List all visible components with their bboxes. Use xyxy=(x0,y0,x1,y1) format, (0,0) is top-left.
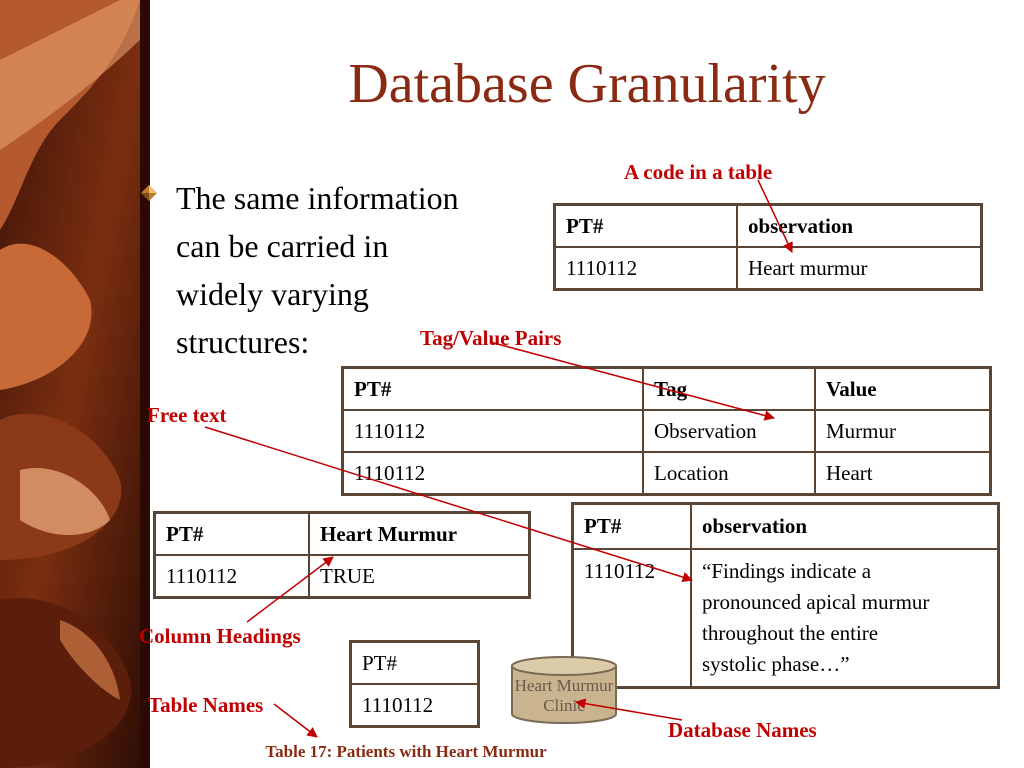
header-cell: PT# xyxy=(341,366,644,411)
code-table: PT# observation 1110112 Heart murmur xyxy=(553,203,983,291)
table-header-row: PT# observation xyxy=(553,203,983,248)
free-text-cell: “Findings indicate a pronounced apical m… xyxy=(690,548,1000,689)
table-cell: 1110112 xyxy=(341,409,644,453)
bullet-line: The same information xyxy=(176,180,459,216)
bullet-line: widely varying xyxy=(176,276,369,312)
table-cell: 1110112 xyxy=(349,683,480,728)
free-text-line: pronounced apical murmur xyxy=(702,590,930,614)
header-cell: PT# xyxy=(349,640,480,685)
database-name-line: Clinic xyxy=(543,696,585,715)
table-row: 1110112 Heart murmur xyxy=(553,246,983,291)
database-cylinder-icon xyxy=(511,656,617,724)
canyon-rock-image xyxy=(0,0,150,768)
arrow-column-headings xyxy=(246,556,334,623)
table-row: 1110112 “Findings indicate a pronounced … xyxy=(571,548,1000,689)
table-header-row: PT# xyxy=(349,640,480,685)
header-cell: observation xyxy=(690,502,1000,550)
table-cell: Murmur xyxy=(814,409,992,453)
slide-title: Database Granularity xyxy=(348,53,826,115)
header-cell: observation xyxy=(736,203,983,248)
free-text-line: “Findings indicate a xyxy=(702,559,872,583)
free-text-line: systolic phase…” xyxy=(702,652,850,676)
label-code-in-table: A code in a table xyxy=(624,160,773,184)
table-row: 1110112 TRUE xyxy=(153,554,531,599)
label-free-text: Free text xyxy=(147,403,227,427)
arrow-table-names xyxy=(273,703,318,738)
database-name-line: Heart Murmur xyxy=(514,676,614,695)
arrow-code-in-table xyxy=(757,179,793,253)
header-cell: Tag xyxy=(642,366,816,411)
bullet-text: The same information can be carried in w… xyxy=(176,174,536,366)
table-caption: Table 17: Patients with Heart Murmur xyxy=(265,742,547,761)
table-cell: Heart xyxy=(814,451,992,496)
table-header-row: PT# Heart Murmur xyxy=(153,511,531,556)
table-cell: Observation xyxy=(642,409,816,453)
label-tag-value-pairs: Tag/Value Pairs xyxy=(420,326,562,350)
bullet-line: structures: xyxy=(176,324,310,360)
header-cell: PT# xyxy=(571,502,692,550)
table-cell: Heart murmur xyxy=(736,246,983,291)
pt-table: PT# 1110112 xyxy=(349,640,480,728)
arrow-tag-value-pairs xyxy=(489,341,776,421)
tag-value-table: PT# Tag Value 1110112 Observation Murmur… xyxy=(341,366,992,496)
header-cell: PT# xyxy=(153,511,310,556)
heart-murmur-table: PT# Heart Murmur 1110112 TRUE xyxy=(153,511,531,599)
free-text-table: PT# observation 1110112 “Findings indica… xyxy=(571,502,1000,689)
table-cell: Location xyxy=(642,451,816,496)
database-name-label: Heart Murmur Clinic xyxy=(495,676,633,716)
bullet-diamond-icon xyxy=(141,185,157,201)
table-header-row: PT# Tag Value xyxy=(341,366,992,411)
header-cell: Value xyxy=(814,366,992,411)
arrow-database-names xyxy=(574,698,683,721)
arrow-free-text xyxy=(204,426,694,583)
label-database-names: Database Names xyxy=(668,718,817,742)
table-cell: TRUE xyxy=(308,554,531,599)
table-cell: 1110112 xyxy=(341,451,644,496)
table-row: 1110112 Observation Murmur xyxy=(341,409,992,453)
table-cell: 1110112 xyxy=(553,246,738,291)
free-text-line: throughout the entire xyxy=(702,621,879,645)
label-column-headings: Column Headings xyxy=(139,624,301,648)
bullet-line: can be carried in xyxy=(176,228,389,264)
table-row: 1110112 xyxy=(349,683,480,728)
table-cell: 1110112 xyxy=(153,554,310,599)
header-cell: Heart Murmur xyxy=(308,511,531,556)
label-table-names: Table Names xyxy=(148,693,264,717)
table-row: 1110112 Location Heart xyxy=(341,451,992,496)
header-cell: PT# xyxy=(553,203,738,248)
table-header-row: PT# observation xyxy=(571,502,1000,550)
